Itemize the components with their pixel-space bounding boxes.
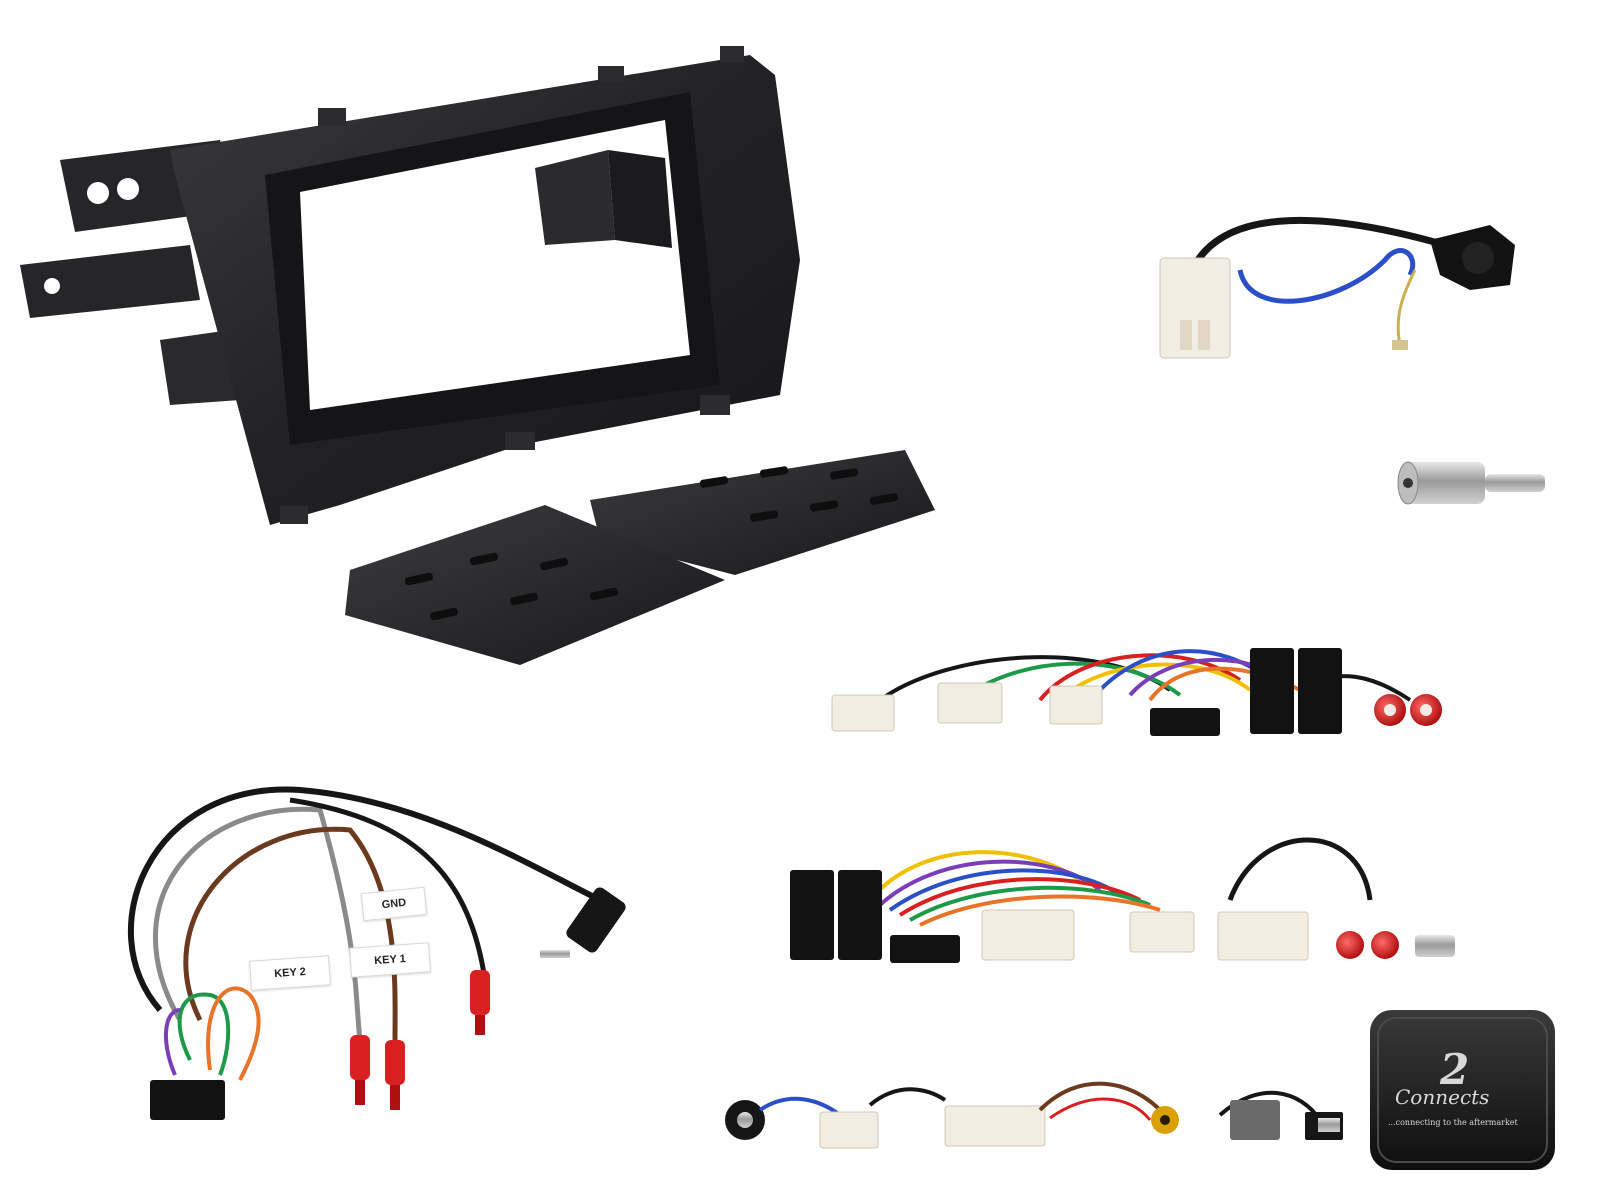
plate-slot [430, 607, 458, 621]
antenna-adapter-lead [1159, 216, 1515, 359]
fascia-tab [598, 66, 624, 82]
sixteen-pin-connector [890, 935, 960, 963]
rca-yellow-center [1160, 1115, 1170, 1125]
sixteen-pin-connector [1150, 708, 1220, 736]
plate-slot [829, 468, 859, 480]
antenna-cable-black [1186, 216, 1446, 277]
lead-wire-purple [163, 1008, 181, 1076]
iso-to-din-antenna-adapter [1397, 461, 1545, 505]
harness-wire [888, 868, 1122, 912]
harness-wire [1227, 837, 1373, 901]
key1-label: KEY 1 [349, 942, 431, 978]
plate-slot [759, 466, 789, 478]
accessory-wire-black [868, 1087, 947, 1107]
steering-interface-box [1370, 1010, 1555, 1170]
iso-wiring-harness-upper [831, 648, 1442, 736]
harness-wire [909, 885, 1151, 922]
antenna-plug [1415, 935, 1455, 957]
lead-wire-grey [152, 806, 363, 1041]
antenna-ground-wire [1396, 269, 1417, 346]
harness-wire [898, 877, 1141, 917]
iso-connector [790, 870, 834, 960]
oem-connector [831, 694, 895, 732]
antenna-power-plug-tip [737, 1112, 753, 1128]
harness-wire [878, 655, 1172, 702]
bracket-hole [44, 278, 60, 294]
iso-antenna-socket [1462, 242, 1494, 274]
fascia-tab [505, 432, 535, 450]
fascia-tab [720, 46, 744, 62]
iso-wiring-harness-lower [790, 837, 1455, 963]
key2-label: KEY 2 [249, 955, 331, 991]
rca-red [1371, 931, 1399, 959]
plate-slot [510, 592, 538, 606]
antenna-cable-blue [1237, 248, 1416, 304]
fascia-rear-bracket-shadow [608, 150, 672, 248]
plate-slot [470, 552, 498, 566]
oem-connector [937, 682, 1003, 724]
plate-slot [869, 493, 899, 505]
oem-connector [944, 1105, 1046, 1147]
fascia-tab [700, 395, 730, 415]
mounting-plate-right [590, 450, 935, 575]
mounting-plate-left [345, 505, 725, 665]
oem-connector [1049, 685, 1103, 725]
accessory-wire-red [1049, 1097, 1152, 1121]
double-din-fascia [20, 46, 800, 525]
bracket-hole [87, 182, 109, 204]
antenna-oem-connector [1159, 257, 1231, 359]
plate-slot [590, 587, 618, 601]
fascia-tab [280, 506, 308, 524]
plate-slot [405, 572, 433, 586]
harness-wire [919, 894, 1161, 927]
lead-wire-black-gnd [289, 797, 488, 981]
iso-connector [838, 870, 882, 960]
antenna-oem-connector-pin [1180, 320, 1192, 350]
accessory-wire-brown [1038, 1081, 1162, 1112]
plate-slot [540, 557, 568, 571]
iso-connector [1250, 648, 1294, 734]
rca-red [1336, 931, 1364, 959]
plate-slot [699, 476, 729, 488]
oem-connector [1217, 911, 1309, 961]
red-bullet-gnd [470, 970, 490, 1035]
lead-wire-orange [206, 986, 261, 1081]
fascia-rear-bracket [535, 150, 615, 245]
adapter-socket-hole [1403, 478, 1413, 488]
rca-red-center [1420, 704, 1432, 716]
lead-wire-black [127, 786, 602, 1012]
rca-red-center [1384, 704, 1396, 716]
antenna-oem-connector-pin [1198, 320, 1210, 350]
lead-wire-brown [183, 826, 398, 1041]
iso-connector [1298, 648, 1342, 734]
accessory-leads [725, 1081, 1343, 1149]
usb-socket [1230, 1100, 1280, 1140]
jack-3-5mm [540, 887, 626, 958]
red-bullet-key1 [350, 1035, 370, 1105]
usb-plug-metal [1318, 1118, 1340, 1132]
twelve-pin-connector [150, 1080, 225, 1120]
plate-slot [749, 510, 779, 522]
oem-connector [981, 909, 1075, 961]
oem-connector [819, 1111, 879, 1149]
fascia-bracket-left-foot [160, 330, 240, 405]
fascia-bracket-left-lower [20, 245, 200, 318]
plate-slot [809, 500, 839, 512]
oem-connector [1129, 911, 1195, 953]
accessory-wire-blue [758, 1096, 842, 1117]
antenna-ground-terminal [1392, 340, 1408, 350]
adapter-pin [1485, 474, 1545, 492]
bracket-hole [117, 178, 139, 200]
fascia-tab [318, 108, 346, 126]
red-bullet-key2 [385, 1040, 405, 1110]
lead-wire-green [177, 992, 231, 1076]
